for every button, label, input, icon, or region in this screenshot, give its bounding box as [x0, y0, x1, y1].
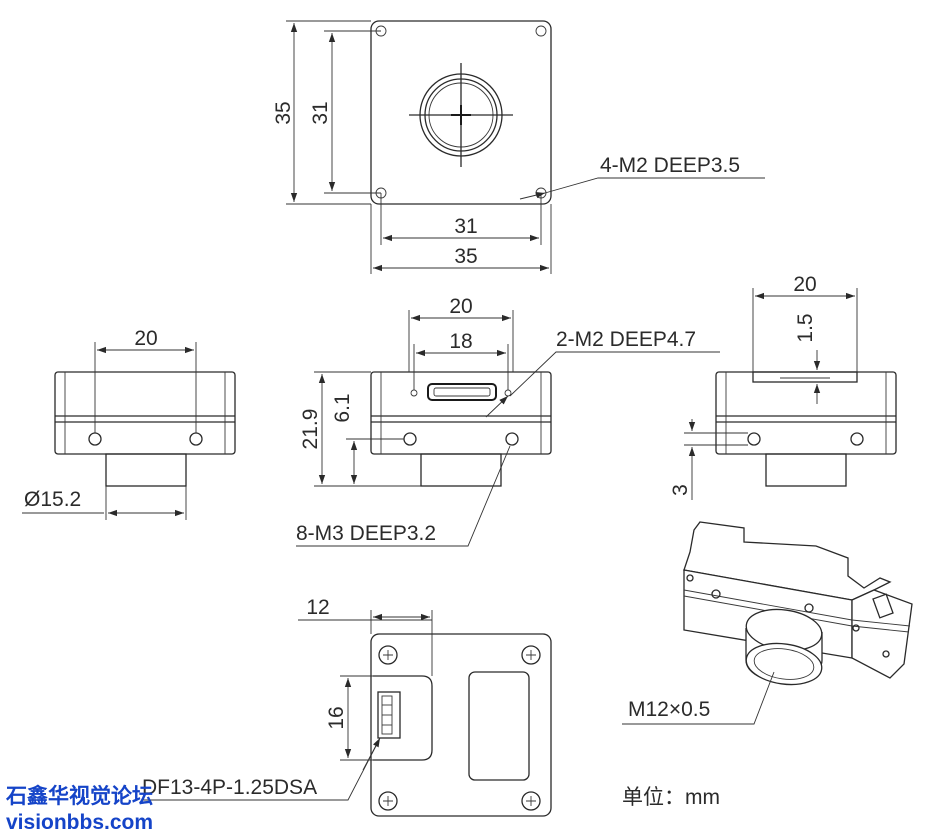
dim-hole: 3	[669, 484, 692, 496]
dim-connector-offset: 12	[306, 596, 329, 619]
callout-connector: DF13-4P-1.25DSA	[142, 776, 317, 799]
dim-width-left: 20	[134, 327, 157, 350]
center-side-view: 20 18 21.9 6.1 2-M2 DEEP4.7 8-M3 DEEP3.2	[296, 295, 720, 547]
callout-top-holes: 2-M2 DEEP4.7	[556, 328, 696, 351]
unit-label: 单位：mm	[622, 786, 720, 809]
dim-inner-height: 31	[309, 101, 332, 124]
back-view: 12 16 DF13-4P-1.25DSA	[142, 596, 552, 817]
dim-outer-width: 35	[454, 245, 477, 268]
front-view: 35 31 31 35 4-M2 DEEP3.5	[272, 20, 765, 274]
right-side-view: 20 1.5 3	[669, 273, 897, 500]
left-side-view: 20 Ø15.2	[22, 327, 236, 520]
watermark-name: 石鑫华视觉论坛	[6, 785, 153, 808]
dim-width-right: 20	[793, 273, 816, 296]
dim-hole-offset: 6.1	[331, 393, 354, 422]
dim-top-inner: 18	[449, 330, 472, 353]
dim-outer-height: 35	[272, 101, 295, 124]
callout-mount-holes: 4-M2 DEEP3.5	[600, 154, 740, 177]
dim-total-height: 21.9	[299, 409, 322, 450]
callout-lens-mount: M12×0.5	[628, 698, 710, 721]
dim-depth: 1.5	[794, 313, 817, 342]
dim-top-outer: 20	[449, 295, 472, 318]
dim-connector-height: 16	[325, 706, 348, 729]
callout-side-holes: 8-M3 DEEP3.2	[296, 522, 436, 545]
dim-diameter: Ø15.2	[24, 488, 81, 511]
isometric-view: M12×0.5	[622, 521, 913, 725]
dim-inner-width: 31	[454, 215, 477, 238]
watermark-url: visionbbs.com	[6, 811, 154, 834]
